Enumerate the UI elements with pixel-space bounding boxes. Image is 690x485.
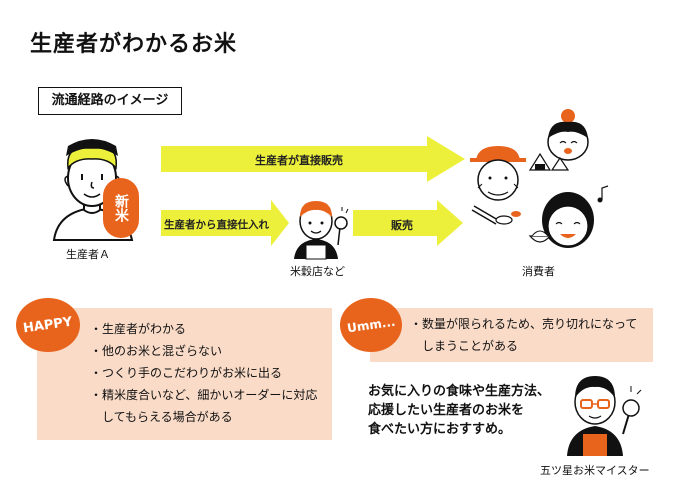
arrow-direct-purchase bbox=[161, 200, 289, 246]
umm-list: ・数量が限られるため、売り切れになって しまうことがある bbox=[410, 313, 637, 357]
rice-shop-caption: 米穀店など bbox=[290, 265, 345, 278]
new-rice-badge: 新米 bbox=[103, 178, 139, 238]
recommendation-text: お気に入りの食味や生産方法、 応援したい生産者のお米を 食べたい方におすすめ。 bbox=[368, 382, 550, 439]
arrow-direct-sales-label: 生産者が直接販売 bbox=[255, 154, 343, 167]
new-rice-badge-text: 新米 bbox=[113, 194, 129, 222]
list-item: ・生産者がわかる bbox=[90, 322, 187, 336]
happy-badge: HAPPY bbox=[16, 298, 80, 352]
recommendation-line: お気に入りの食味や生産方法、 bbox=[368, 384, 551, 399]
umm-panel bbox=[370, 308, 653, 362]
consumers-illustration bbox=[470, 109, 609, 248]
meister-caption: 五ツ星お米マイスター bbox=[540, 464, 650, 477]
page-title: 生産者がわかるお米 bbox=[30, 32, 238, 57]
producer-caption: 生産者Ａ bbox=[66, 248, 110, 261]
consumer-caption: 消費者 bbox=[522, 265, 555, 278]
arrow-direct-sales bbox=[161, 136, 465, 182]
route-label: 流通経路のイメージ bbox=[38, 87, 182, 115]
arrow-direct-purchase-label: 生産者から直接仕入れ bbox=[164, 219, 269, 231]
list-item: しまうことがある bbox=[410, 339, 519, 353]
list-item: ・精米度合いなど、細かいオーダーに対応 bbox=[90, 388, 318, 402]
list-item: ・他のお米と混ざらない bbox=[90, 344, 223, 358]
arrow-sales bbox=[353, 200, 463, 246]
happy-panel bbox=[37, 308, 332, 440]
recommendation-line: 食べたい方におすすめ。 bbox=[368, 422, 512, 437]
rice-shop-illustration bbox=[294, 201, 349, 260]
umm-badge-text: Umm... bbox=[346, 314, 396, 336]
list-item: ・つくり手のこだわりがお米に出る bbox=[90, 366, 283, 380]
recommendation-line: 応援したい生産者のお米を bbox=[368, 403, 525, 418]
list-item: ・数量が限られるため、売り切れになって bbox=[410, 317, 638, 331]
arrow-sales-label: 販売 bbox=[391, 219, 413, 232]
happy-list: ・生産者がわかる ・他のお米と混ざらない ・つくり手のこだわりがお米に出る ・精… bbox=[90, 318, 317, 428]
happy-badge-text: HAPPY bbox=[22, 314, 74, 336]
meister-illustration bbox=[567, 376, 642, 456]
umm-badge: Umm... bbox=[340, 298, 402, 352]
list-item: してもらえる場合がある bbox=[90, 410, 233, 424]
